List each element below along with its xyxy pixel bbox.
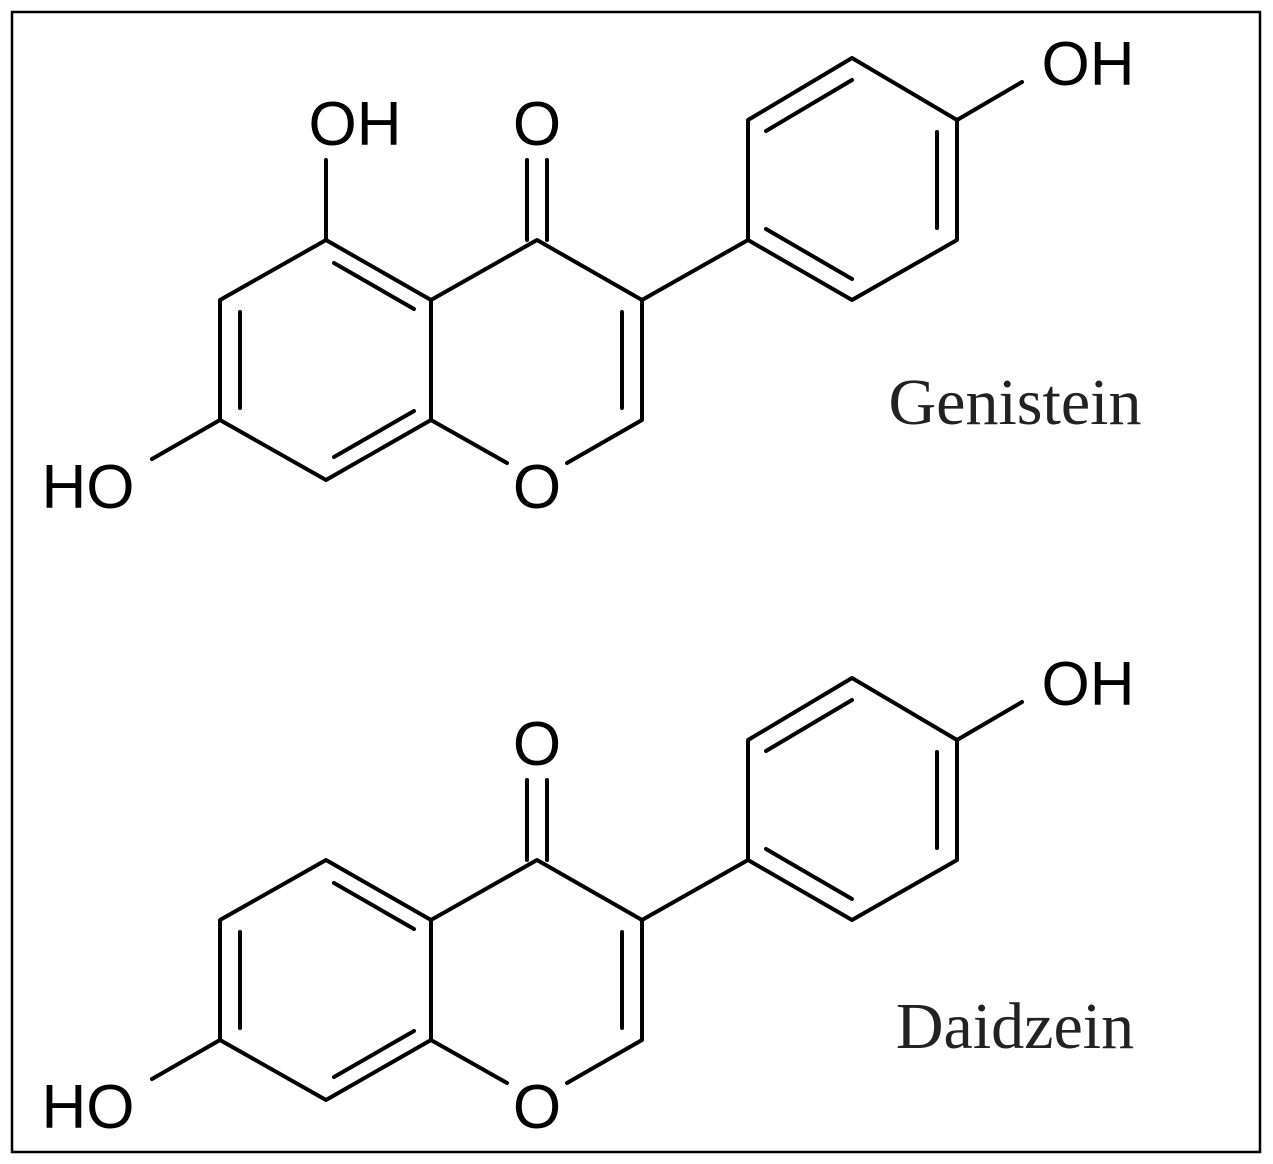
atom-ring-oxygen: O (513, 453, 561, 522)
atom-5-hydroxyl: OH (309, 90, 402, 159)
bond-7-oh (150, 1038, 222, 1081)
genistein-label: Genistein (889, 366, 1142, 439)
a-ring (218, 858, 433, 1102)
genistein-structure: OH O O HO OH Genistein (42, 30, 1142, 522)
atom-carbonyl-oxygen: O (513, 90, 561, 159)
frame-border (10, 10, 1262, 1154)
b-ring (640, 676, 1024, 922)
atom-ring-oxygen: O (513, 1073, 561, 1142)
atom-carbonyl-oxygen: O (513, 710, 561, 779)
daidzein-structure: O O HO OH Daidzein (42, 650, 1135, 1142)
a-ring (218, 238, 433, 482)
daidzein-label: Daidzein (896, 990, 1134, 1063)
atom-4p-hydroxyl: OH (1042, 650, 1135, 719)
atom-7-hydroxyl: HO (42, 1073, 135, 1142)
bond-7-oh (150, 418, 222, 461)
atom-4p-hydroxyl: OH (1042, 30, 1135, 99)
c-ring (429, 158, 644, 465)
b-ring (640, 56, 1024, 302)
c-ring (429, 778, 644, 1085)
atom-7-hydroxyl: HO (42, 453, 135, 522)
